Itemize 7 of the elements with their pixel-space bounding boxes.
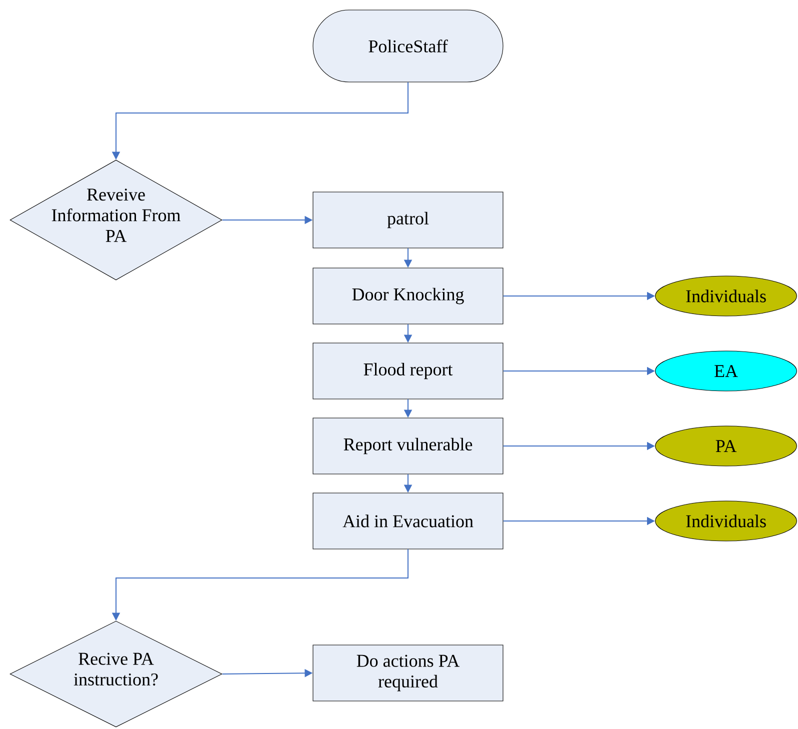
process-box: Flood report (312, 342, 504, 400)
process-box: Aid in Evacuation (312, 492, 504, 550)
process-box: Door Knocking (312, 268, 504, 324)
process-box: Report vulnerable (312, 418, 504, 474)
process-box: patrol (312, 192, 504, 248)
process-box: Do actions PA required (312, 644, 504, 702)
terminal-box: PoliceStaff (312, 10, 504, 82)
